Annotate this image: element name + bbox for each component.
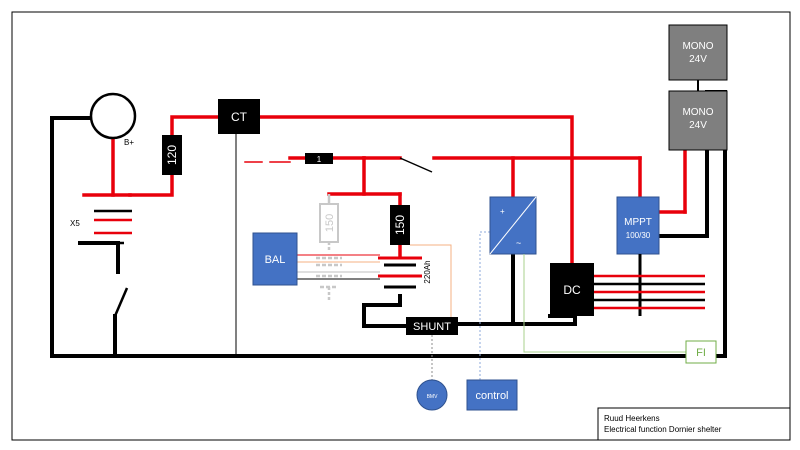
bal-wires <box>297 254 380 280</box>
fuse-150 <box>390 205 410 245</box>
solar-panel-bottom-voltage: 24V <box>689 120 707 131</box>
solar-panel-bottom <box>668 90 728 151</box>
battery-capacity-label: 220Ah <box>423 260 432 283</box>
solar-panel-top-label: MONO <box>682 41 713 52</box>
converter-diagonal <box>489 196 537 255</box>
title-description: Electrical function Dornier shelter <box>604 425 722 434</box>
title-author: Ruud Heerkens <box>604 414 660 423</box>
converter-fi-wire <box>523 254 686 353</box>
ct-box <box>218 99 260 134</box>
fuse-1 <box>305 153 333 164</box>
ct-label: CT <box>231 110 248 124</box>
bal-label: BAL <box>265 254 286 266</box>
converter-plus: + <box>500 207 505 216</box>
fuse-150-ghost <box>319 194 339 252</box>
solar-panel-top <box>668 24 728 81</box>
title-block <box>597 407 791 441</box>
ground-switch[interactable] <box>113 287 129 317</box>
control-label: control <box>475 390 508 402</box>
solar-panel-bottom-label: MONO <box>682 107 713 118</box>
power-wires <box>82 115 687 265</box>
fuse-150-ghost-label: 150 <box>324 214 336 232</box>
control-box[interactable] <box>466 379 518 411</box>
mppt-box <box>616 196 660 255</box>
dc-label: DC <box>563 283 581 297</box>
fuse-120 <box>162 135 182 175</box>
battery-sense-wire <box>410 244 452 318</box>
mppt-label: MPPT <box>624 217 652 228</box>
dc-box <box>550 263 594 316</box>
shunt-box <box>406 317 458 335</box>
shunt-label: SHUNT <box>413 321 451 333</box>
converter-control-wire <box>479 231 490 380</box>
main-switch[interactable] <box>399 157 433 173</box>
fuse-150-label: 150 <box>393 215 407 235</box>
alternator-label: B+ <box>124 138 134 147</box>
converter-tilde: ~ <box>516 238 521 248</box>
battery-x5-label: X5 <box>70 219 80 228</box>
mppt-rating: 100/30 <box>626 231 651 240</box>
bal-box <box>252 232 298 286</box>
fi-label: FI <box>696 347 706 359</box>
house-battery <box>378 256 422 289</box>
bmv-monitor[interactable] <box>416 379 448 411</box>
fuse-120-label: 120 <box>165 145 179 165</box>
alternator-icon <box>89 92 137 140</box>
bmv-label: BMV <box>427 394 439 400</box>
dc-output-wires <box>594 274 705 310</box>
solar-panel-top-voltage: 24V <box>689 54 707 65</box>
ghost-battery <box>316 256 342 300</box>
diagram-frame <box>11 11 791 441</box>
starter-battery <box>94 209 132 245</box>
fi-box <box>685 340 717 364</box>
fuse-1-label: 1 <box>317 155 322 164</box>
